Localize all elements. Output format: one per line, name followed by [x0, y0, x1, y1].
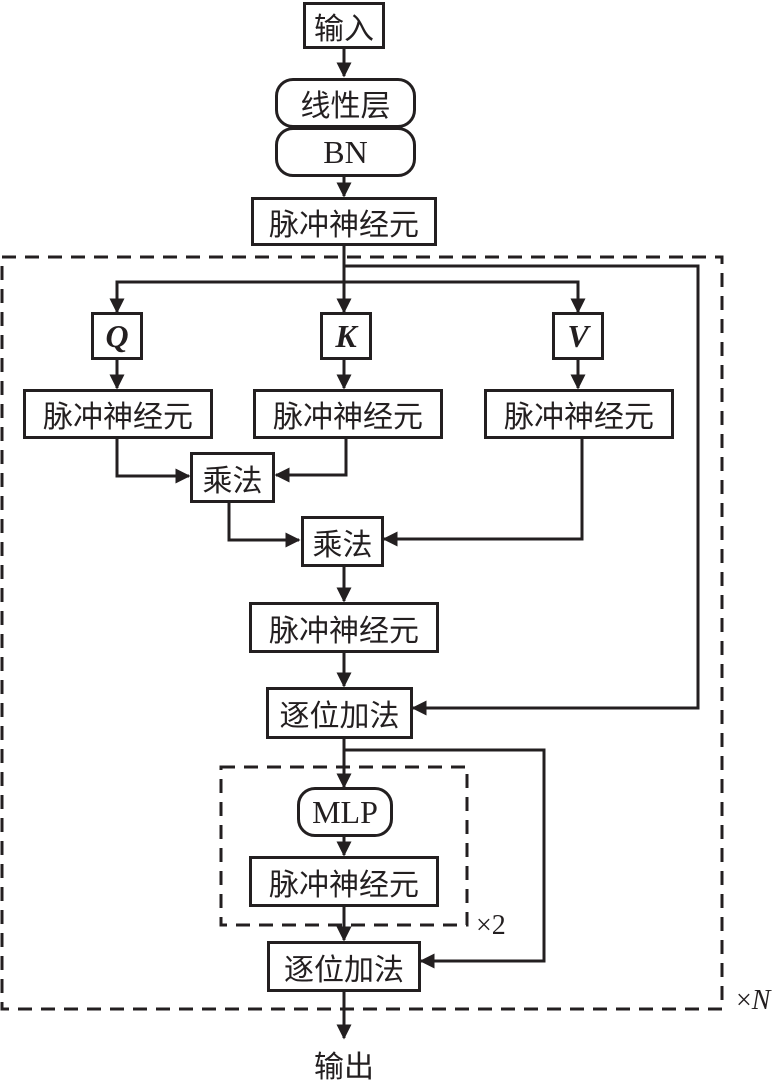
mlp-repeat-count: 2: [491, 910, 506, 941]
spiking-neuron-input-node: 脉冲神经元: [251, 197, 437, 246]
k-node: K: [320, 312, 372, 360]
spiking-neuron-v-node: 脉冲神经元: [484, 389, 674, 439]
multiply-qk-label: 乘法: [202, 463, 263, 499]
times-symbol: ×: [476, 910, 492, 941]
arrow-qn-mul: [115, 438, 191, 484]
spiking-neuron-k-node: 脉冲神经元: [253, 389, 443, 439]
times-symbol: ×: [736, 985, 752, 1016]
input-label: 输入: [314, 11, 374, 47]
multiply-v-label: 乘法: [312, 527, 373, 563]
spiking-neuron-attn-label: 脉冲神经元: [269, 613, 419, 649]
v-node: V: [552, 312, 604, 360]
encoder-repeat-label: ×N: [736, 985, 770, 1017]
v-label: V: [567, 317, 589, 354]
spiking-neuron-attn-node: 脉冲神经元: [249, 602, 439, 653]
multiply-qk-node: 乘法: [190, 452, 275, 503]
spiking-neuron-q-label: 脉冲神经元: [43, 400, 193, 435]
encoder-repeat-count: N: [751, 985, 771, 1016]
elementwise-add-2-label: 逐位加法: [284, 952, 404, 988]
input-node: 输入: [303, 2, 385, 49]
bn-label: BN: [323, 133, 368, 170]
k-label: K: [335, 317, 357, 354]
elementwise-add-1-node: 逐位加法: [266, 687, 413, 739]
mlp-repeat-label: ×2: [476, 910, 506, 942]
elementwise-add-1-label: 逐位加法: [279, 699, 400, 734]
arrow-to-q: [109, 280, 344, 314]
arrow-residual-2: [344, 748, 546, 969]
spiking-neuron-mlp-label: 脉冲神经元: [269, 867, 419, 903]
bn-node: BN: [275, 127, 416, 177]
linear-layer-node: 线性层: [275, 78, 416, 128]
linear-layer-label: 线性层: [300, 89, 391, 124]
multiply-v-node: 乘法: [301, 516, 384, 567]
spiking-neuron-k-label: 脉冲神经元: [273, 400, 423, 435]
mlp-label: MLP: [312, 793, 378, 830]
q-label: Q: [105, 317, 129, 354]
output-label: 输出: [314, 1050, 374, 1085]
elementwise-add-2-node: 逐位加法: [267, 941, 421, 992]
arrow-mul-mul: [227, 502, 301, 548]
mlp-node: MLP: [297, 787, 393, 837]
arrow-vn-mul: [382, 438, 584, 547]
arrow-to-v: [344, 280, 586, 314]
arrow-kn-mul: [274, 438, 348, 483]
q-node: Q: [91, 312, 143, 360]
spiking-neuron-q-node: 脉冲神经元: [23, 389, 213, 439]
arrow-residual-1: [344, 264, 700, 716]
spiking-neuron-mlp-node: 脉冲神经元: [249, 856, 439, 907]
spiking-neuron-input-label: 脉冲神经元: [269, 207, 419, 243]
spiking-neuron-v-label: 脉冲神经元: [504, 400, 654, 435]
